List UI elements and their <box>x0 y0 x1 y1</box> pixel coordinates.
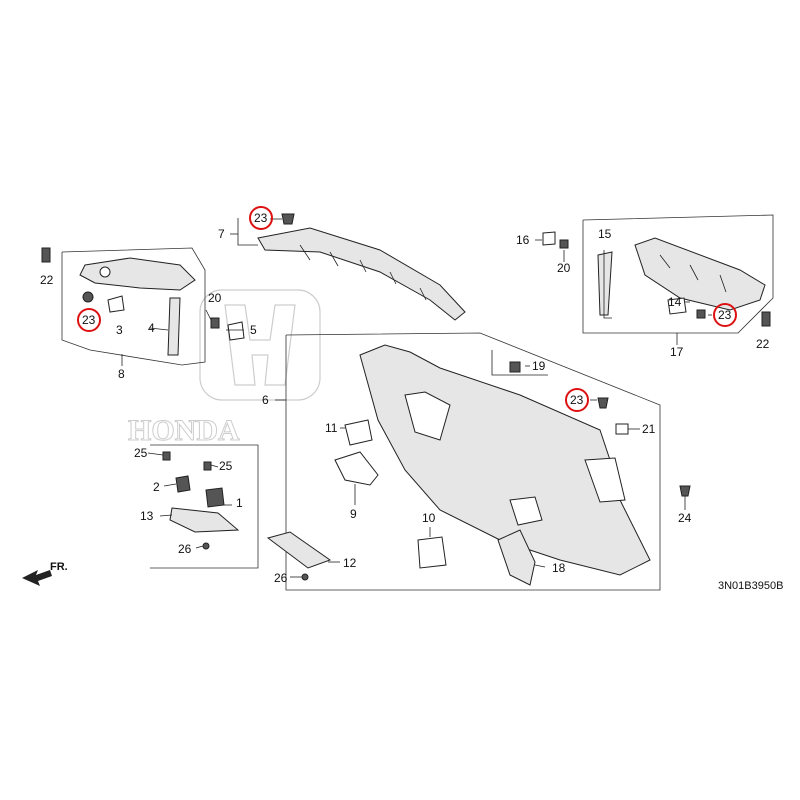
clip-23-panel <box>597 397 609 409</box>
callout-labels: 1 2 3 4 5 6 7 8 9 10 11 12 13 14 15 16 1… <box>40 211 770 585</box>
callout-25-left: 25 <box>134 446 148 460</box>
screw-22-right <box>761 311 771 327</box>
clip-part-11 <box>344 419 373 446</box>
callout-6: 6 <box>262 393 269 407</box>
highlight-23-panel <box>565 388 589 412</box>
callout-22-left: 22 <box>40 273 54 287</box>
callout-1: 1 <box>236 496 243 510</box>
callout-18: 18 <box>552 561 566 575</box>
honda-watermark: HONDA <box>128 289 321 448</box>
callout-26-right: 26 <box>274 571 288 585</box>
callout-19: 19 <box>532 359 546 373</box>
callout-8: 8 <box>118 367 125 381</box>
leader-lines <box>121 218 712 578</box>
callout-2: 2 <box>153 480 160 494</box>
callout-3: 3 <box>116 323 123 337</box>
clip-21 <box>615 423 629 435</box>
upper-garnish-part <box>257 213 466 321</box>
clip-part-5 <box>210 317 245 341</box>
highlight-23-right <box>713 303 737 327</box>
callout-26-left: 26 <box>178 542 192 556</box>
callout-21: 21 <box>642 422 656 436</box>
front-label: FR. <box>50 561 68 573</box>
screw-22-left <box>41 247 51 263</box>
highlight-23-left <box>77 308 101 332</box>
cover-part-18 <box>497 529 536 586</box>
side-trim-assembly-17 <box>542 231 766 319</box>
callout-13: 13 <box>140 509 154 523</box>
front-arrow-icon <box>22 570 52 586</box>
callout-9: 9 <box>350 507 357 521</box>
callout-12: 12 <box>343 556 357 570</box>
tailgate-lower-panel <box>359 344 651 576</box>
callout-23-panel: 23 <box>570 393 584 407</box>
callout-24: 24 <box>678 511 692 525</box>
highlight-circles <box>77 206 737 412</box>
callout-11: 11 <box>325 421 338 435</box>
cover-part-10 <box>417 536 447 569</box>
side-trim-assembly-8 <box>79 257 196 356</box>
front-direction-marker: FR. <box>22 561 68 586</box>
callout-17: 17 <box>670 345 684 359</box>
group-outlines <box>61 214 774 591</box>
callout-10: 10 <box>422 511 436 525</box>
callout-15: 15 <box>598 227 612 241</box>
diagram-code: 3N01B3950B <box>718 580 783 592</box>
callout-16: 16 <box>516 233 530 247</box>
callout-25-right: 25 <box>219 459 233 473</box>
callout-22-right: 22 <box>756 337 770 351</box>
callout-23-top: 23 <box>254 211 268 225</box>
callout-14: 14 <box>668 295 682 309</box>
cover-part-9 <box>334 451 379 486</box>
watermark-text: HONDA <box>128 414 240 447</box>
callout-20-right: 20 <box>557 261 571 275</box>
callout-23-left: 23 <box>82 313 96 327</box>
callout-4: 4 <box>148 321 155 335</box>
handle-assembly-13 <box>162 451 240 550</box>
highlight-23-top <box>249 206 273 230</box>
callout-23-right: 23 <box>718 308 732 322</box>
callout-20-left: 20 <box>208 291 222 305</box>
clip-24 <box>679 485 691 497</box>
callout-7: 7 <box>218 227 225 241</box>
clip-19 <box>509 361 521 373</box>
callout-5: 5 <box>250 323 257 337</box>
